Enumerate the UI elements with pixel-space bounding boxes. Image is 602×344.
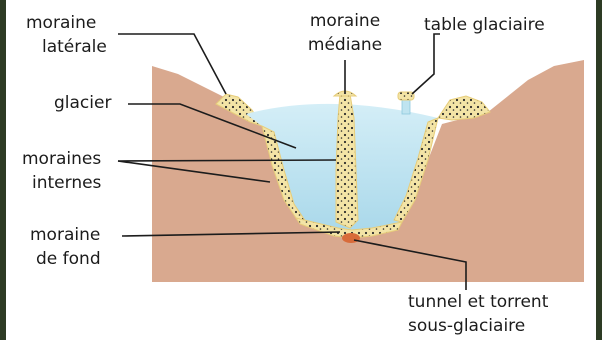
label-moraines-internes-line2: internes [32, 173, 101, 194]
label-moraine-de-fond-line2: de fond [36, 249, 101, 270]
leader-table-glaciaire [412, 34, 440, 94]
left-frame-edge [0, 0, 6, 340]
label-table-glaciaire: table glaciaire [424, 15, 545, 36]
label-moraine-laterale-line2: latérale [42, 37, 107, 58]
label-glacier: glacier [54, 93, 111, 114]
label-tunnel-torrent-line1: tunnel et torrent [408, 292, 548, 313]
label-moraine-mediane-line1: moraine [297, 11, 393, 32]
subglacial-tunnel [342, 233, 360, 243]
glacial-table-stone [398, 92, 414, 100]
label-moraine-mediane-line2: médiane [297, 35, 393, 56]
label-moraine-laterale-line1: moraine [26, 13, 96, 34]
label-moraine-de-fond-line1: moraine [30, 225, 100, 246]
glacial-table-pillar [402, 100, 410, 114]
label-moraines-internes-line1: moraines [22, 149, 101, 170]
label-tunnel-torrent-line2: sous-glaciaire [408, 316, 525, 337]
leader-moraines-internes-a [118, 160, 336, 161]
right-frame-edge [596, 0, 602, 340]
